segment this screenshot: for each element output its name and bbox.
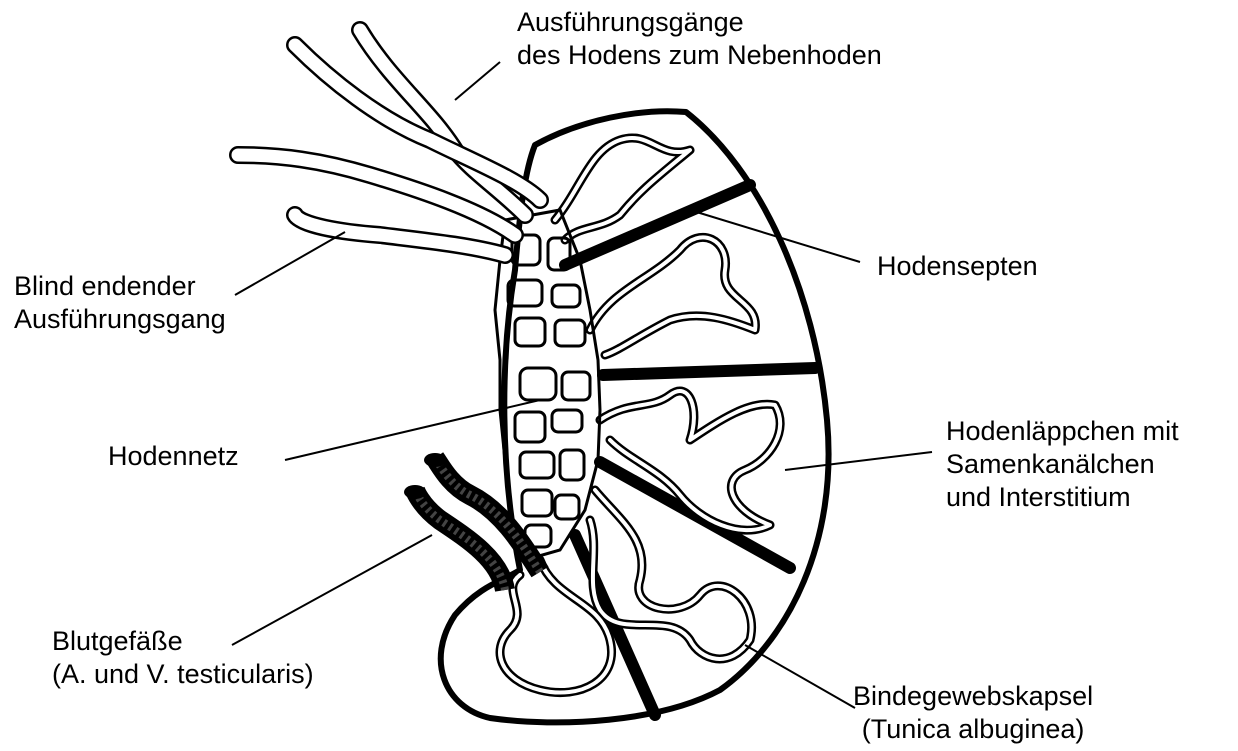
label-blind-endender-ausfuehrungsgang: Blind endender Ausführungsgang <box>14 270 226 336</box>
label-line: des Hodens zum Nebenhoden <box>517 39 882 72</box>
label-line: Blutgefäße <box>52 625 314 658</box>
label-line: Hodenläppchen mit <box>946 415 1179 448</box>
label-line: (Tunica albuginea) <box>853 713 1093 746</box>
leader-blind <box>235 232 345 295</box>
ausfuehrungsgaenge-group <box>238 30 540 255</box>
label-line: und Interstitium <box>946 481 1179 514</box>
label-line: Hodennetz <box>108 440 239 473</box>
leader-ducts <box>455 62 500 100</box>
label-blutgefaesse: Blutgefäße (A. und V. testicularis) <box>52 625 314 691</box>
label-hodensepten: Hodensepten <box>877 250 1038 283</box>
label-line: (A. und V. testicularis) <box>52 658 314 691</box>
septum-2 <box>603 368 815 375</box>
label-line: Ausführungsgang <box>14 303 226 336</box>
label-line: Blind endender <box>14 270 226 303</box>
label-line: Hodensepten <box>877 250 1038 283</box>
label-line: Bindegewebskapsel <box>853 680 1093 713</box>
label-hodennetz: Hodennetz <box>108 440 239 473</box>
label-line: Samenkanälchen <box>946 448 1179 481</box>
label-bindegewebskapsel: Bindegewebskapsel (Tunica albuginea) <box>853 680 1093 746</box>
label-line: Ausführungsgänge <box>517 6 882 39</box>
leader-capsule <box>745 645 855 708</box>
label-hodenlaeppchen: Hodenläppchen mit Samenkanälchen und Int… <box>946 415 1179 514</box>
label-ausfuehrungsgaenge: Ausführungsgänge des Hodens zum Nebenhod… <box>517 6 882 72</box>
